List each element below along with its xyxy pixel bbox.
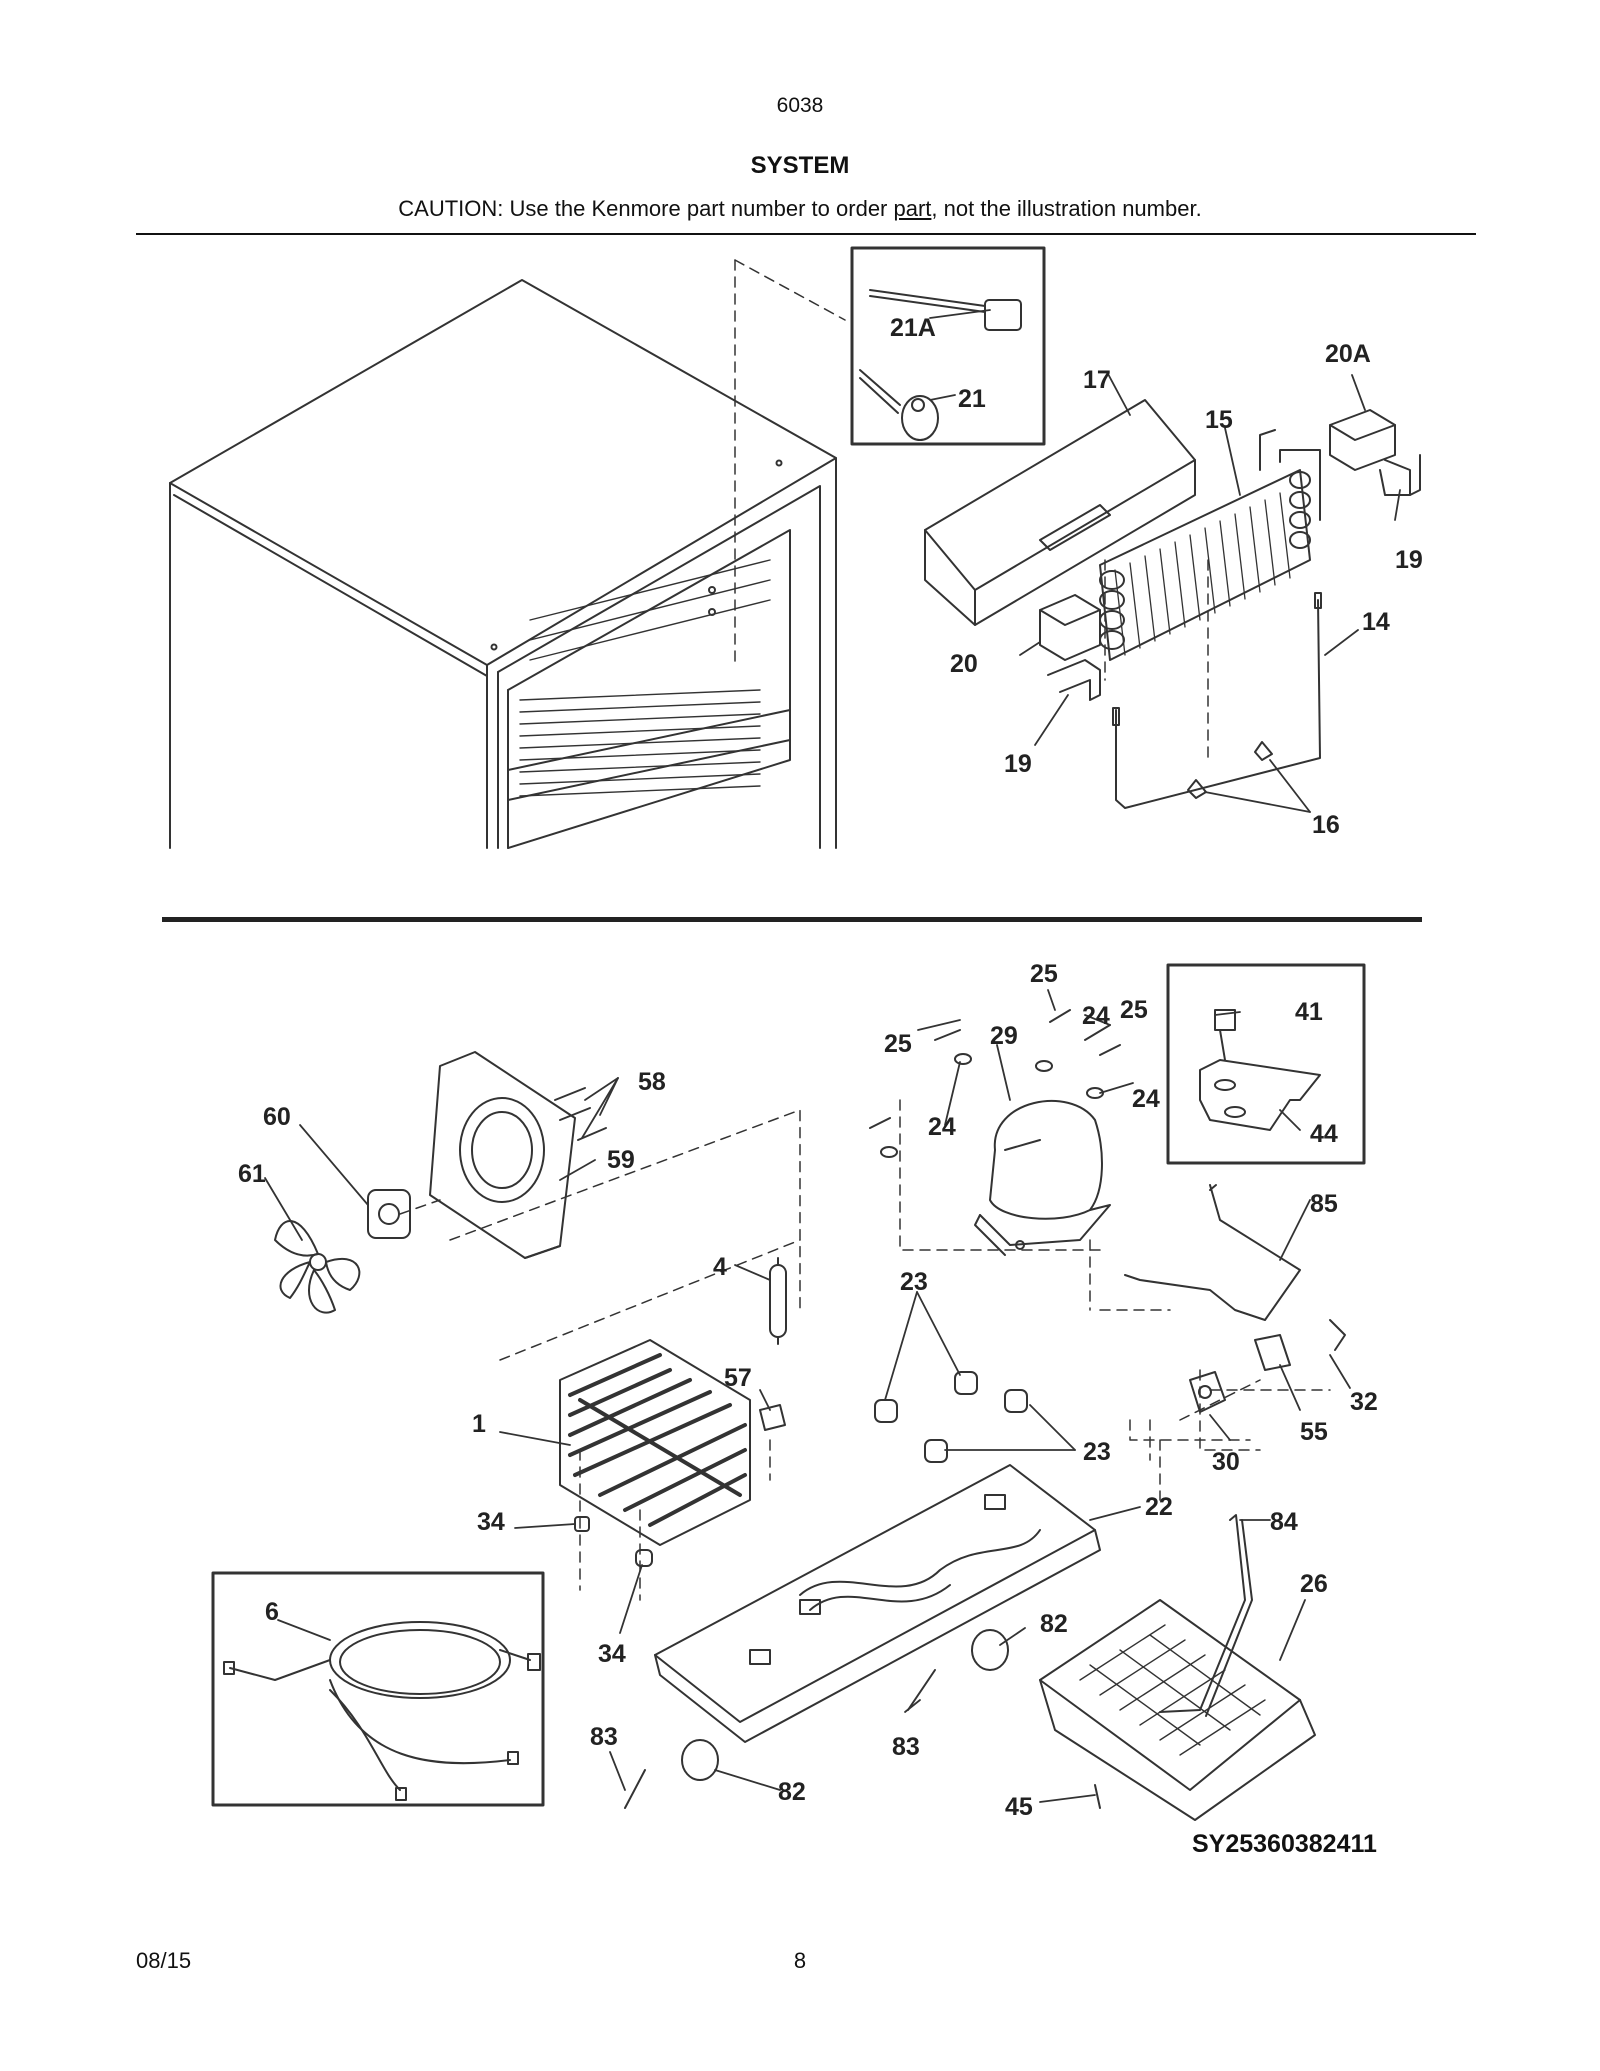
inset-bolt-bracket [1166,963,1366,1165]
callout-19-upper: 19 [1395,546,1423,574]
fan-blade-drawing [274,1220,361,1314]
callout-22: 22 [1145,1493,1173,1521]
callout-59: 59 [607,1146,635,1174]
callout-20: 20 [950,650,978,678]
washers-and-clips [869,1009,1121,1158]
drain-trough-drawing [924,399,1196,626]
fan-shroud-drawing [429,1051,576,1259]
callout-44: 44 [1310,1120,1338,1148]
relay-overload-drawing [1189,1319,1346,1413]
mounting-hardware [624,1629,1009,1809]
callout-34-upper: 34 [477,1508,505,1536]
callout-4: 4 [713,1253,727,1281]
screw-45 [1094,1784,1101,1809]
condenser-drawing [559,1339,751,1546]
callout-23-bottom: 23 [1083,1438,1111,1466]
callout-6: 6 [265,1598,279,1626]
page-title: SYSTEM [750,152,850,179]
upper-callout-pointers [929,309,1401,813]
drain-pan-drawing [1039,1514,1316,1821]
inset-wire-harness [211,1571,545,1807]
callout-24-top: 24 [1082,1002,1110,1030]
callout-82-left: 82 [778,1778,806,1806]
upper-leader-lines [734,259,1209,761]
callout-25-right: 25 [1120,996,1148,1024]
callout-32: 32 [1350,1388,1378,1416]
callout-41: 41 [1295,998,1323,1026]
callout-21A: 21A [890,314,936,342]
callout-84: 84 [1270,1508,1298,1536]
spacers-34 [574,1516,653,1567]
drain-pan-grid [1079,1624,1266,1756]
caution-text-start: CAUTION: Use the Kenmore part number to … [398,196,894,221]
callout-61: 61 [238,1160,266,1188]
callout-29: 29 [990,1022,1018,1050]
clip-57 [759,1404,786,1431]
condenser-coils [568,1353,747,1527]
evaporator-fins [1114,492,1291,656]
screws-58 [554,1087,607,1141]
callout-14: 14 [1362,608,1390,636]
footer-page-number: 8 [793,1948,807,1973]
callout-21: 21 [958,385,986,413]
callout-60: 60 [263,1103,291,1131]
cabinet-drawing [169,279,837,849]
callout-20A: 20A [1325,340,1371,368]
caution-underlined-word: part [893,196,932,221]
callout-45: 45 [1005,1793,1033,1821]
discharge-tube-drawing [1124,1184,1301,1321]
evaporator-drawing [1099,429,1321,661]
callout-30: 30 [1212,1448,1240,1476]
callout-16: 16 [1312,811,1340,839]
callout-15: 15 [1205,406,1233,434]
callout-25-top: 25 [1030,960,1058,988]
fan-motor-drawing [367,1189,411,1239]
callout-25-left: 25 [884,1030,912,1058]
callout-82-right: 82 [1040,1610,1068,1638]
evaporator-cover-left [1039,594,1101,701]
callout-26: 26 [1300,1570,1328,1598]
callout-23-top: 23 [900,1268,928,1296]
callout-24-left: 24 [928,1113,956,1141]
inset-sensor-clip [850,246,1046,446]
caution-text-end: , not the illustration number. [931,196,1202,221]
callout-58: 58 [638,1068,666,1096]
callout-83-right: 83 [892,1733,920,1761]
footer-date: 08/15 [136,1948,192,1973]
grommets-23 [874,1371,1028,1463]
filter-drier-drawing [769,1257,787,1345]
callout-85: 85 [1310,1190,1338,1218]
cabinet-liner-ribs [519,559,771,797]
header-divider [136,233,1476,235]
callout-83-left: 83 [590,1723,618,1751]
section-divider [162,917,1422,922]
callout-24-right: 24 [1132,1085,1160,1113]
diagram-code: SY25360382411 [1192,1830,1377,1858]
heater-wire-drawing [1112,592,1322,809]
callout-55: 55 [1300,1418,1328,1446]
callout-1: 1 [472,1410,486,1438]
callout-57: 57 [724,1364,752,1392]
callout-17: 17 [1083,366,1111,394]
callout-34-lower: 34 [598,1640,626,1668]
compressor-drawing [974,1099,1111,1256]
base-pan-drawing [654,1464,1101,1743]
evaporator-cover-right [1329,409,1421,496]
callout-19-lower: 19 [1004,750,1032,778]
page-reference: 6038 [776,94,824,117]
lower-callout-pointers [264,989,1351,1803]
caution-note: CAUTION: Use the Kenmore part number to … [0,196,1600,222]
